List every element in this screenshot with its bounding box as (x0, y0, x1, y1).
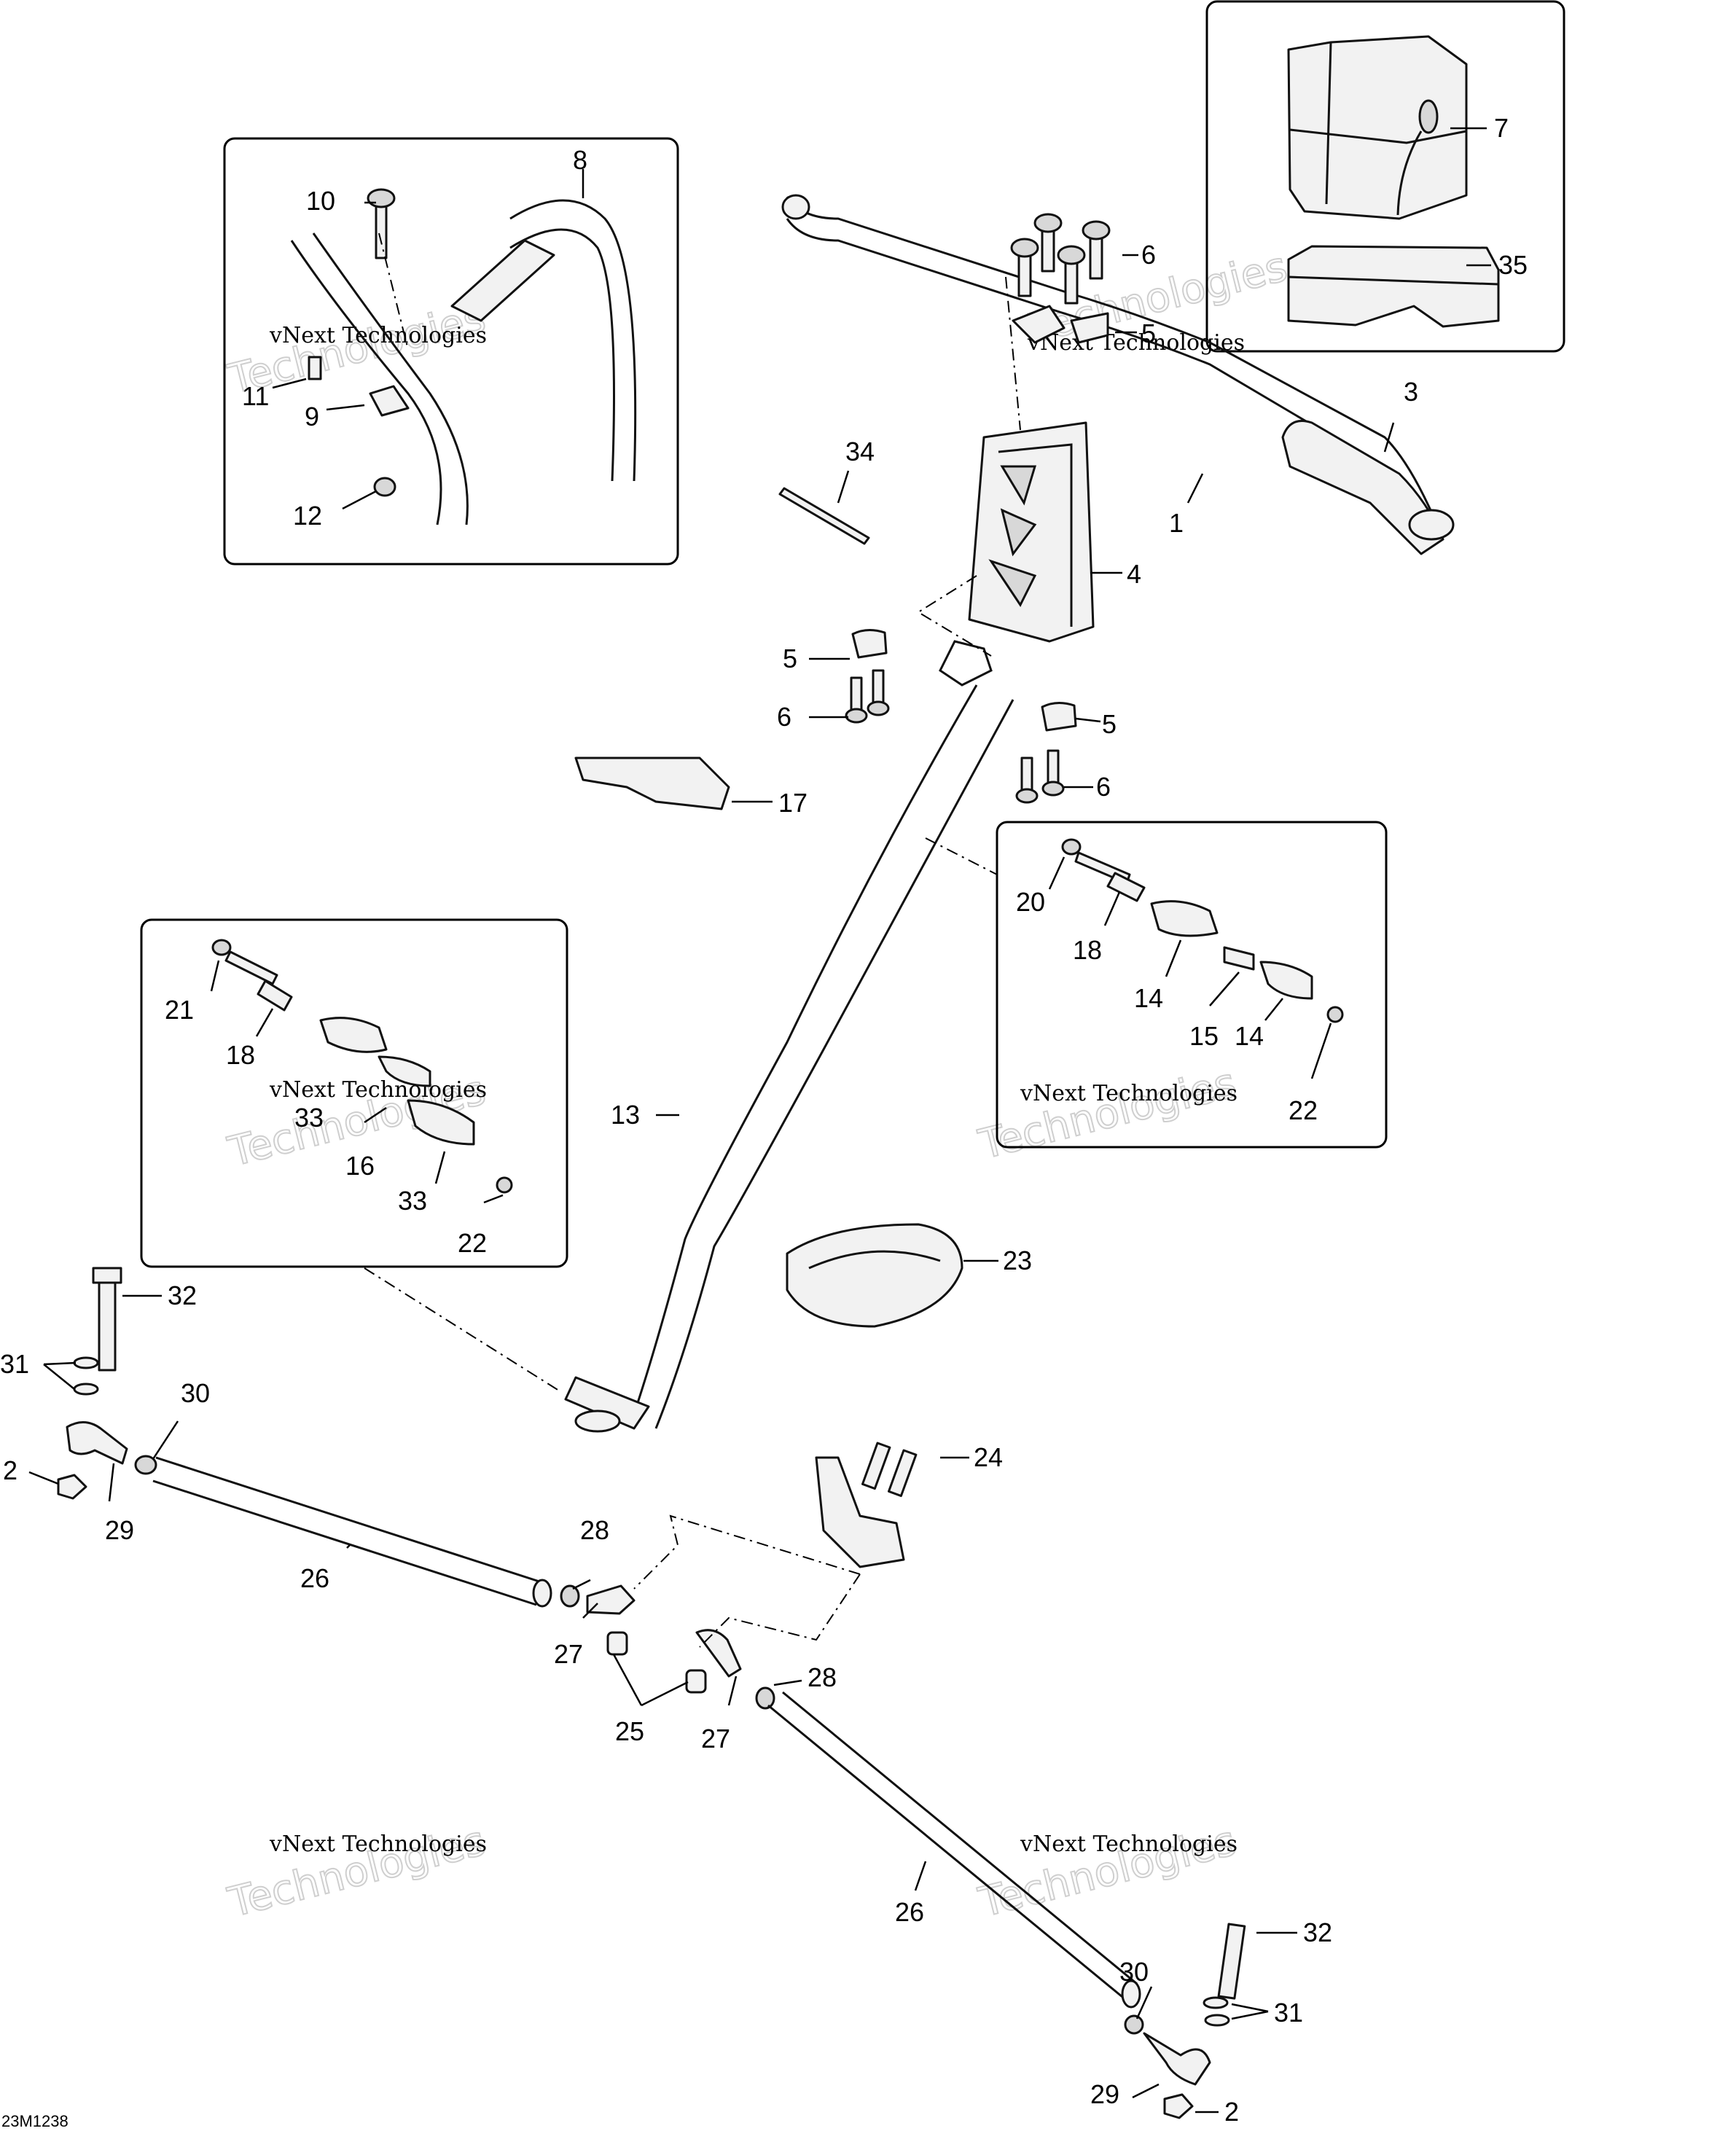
watermark-text-4: vNext Technologies (1020, 1081, 1238, 1106)
callout-22-left: 22 (458, 1228, 487, 1258)
callout-33-lower: 33 (398, 1186, 427, 1216)
callout-6-top: 6 (1141, 240, 1156, 270)
detail-box-bushing-right (996, 821, 1388, 1149)
callout-29-left: 29 (105, 1515, 134, 1545)
callout-8: 8 (573, 145, 587, 175)
callout-7: 7 (1494, 113, 1509, 143)
callout-21: 21 (165, 995, 194, 1025)
callout-34: 34 (845, 437, 875, 466)
callout-30-left: 30 (181, 1378, 210, 1408)
upper-clamps (1012, 305, 1109, 344)
callout-14-lower: 14 (1235, 1021, 1264, 1051)
handlebar-cover (1287, 35, 1468, 220)
handlebar-end (1281, 420, 1455, 555)
cover-pad (1287, 245, 1500, 328)
center-linkage (560, 1442, 918, 1710)
watermark-text-5: vNext Technologies (269, 1831, 487, 1857)
right-tie-rod-assembly (767, 1691, 1246, 2119)
upper-bolts (1010, 213, 1111, 305)
callout-23: 23 (1003, 1246, 1032, 1275)
diagram-code: 23M1238 (1, 2112, 69, 2130)
watermark-text-2: vNext Technologies (269, 323, 487, 348)
callout-32-left: 32 (168, 1280, 197, 1310)
callout-3: 3 (1404, 377, 1418, 407)
callout-5-right: 5 (1102, 709, 1117, 739)
callout-28-right: 28 (808, 1662, 837, 1692)
dashed-lines (364, 232, 1021, 1648)
detail-box-handlebar (223, 137, 679, 566)
callout-14-upper: 14 (1134, 983, 1163, 1013)
handlebar-detail-parts (290, 188, 637, 525)
callout-18-right: 18 (1073, 935, 1102, 965)
callout-27-right: 27 (701, 1724, 730, 1753)
callout-31-right: 31 (1274, 1998, 1303, 2028)
callout-1: 1 (1169, 508, 1184, 538)
callout-13: 13 (611, 1100, 640, 1130)
callout-6-left: 6 (777, 702, 791, 732)
left-tie-rod-assembly (57, 1267, 552, 1608)
callout-29-right: 29 (1090, 2079, 1119, 2109)
callout-31-left: 31 (0, 1349, 29, 1379)
callout-12: 12 (293, 501, 322, 531)
callout-11: 11 (242, 381, 269, 411)
callout-30-right: 30 (1119, 1957, 1149, 1987)
lower-clamps (845, 629, 1077, 804)
callout-2-right: 2 (1224, 2097, 1239, 2127)
watermark-text-6: vNext Technologies (1020, 1831, 1238, 1857)
steering-boot (786, 1223, 963, 1328)
left-bushing-parts (211, 939, 513, 1194)
mounting-plate (574, 756, 730, 810)
callout-10: 10 (306, 186, 335, 216)
callout-labels: 7 35 6 5 3 1 4 34 5 6 5 6 17 23 13 24 32… (0, 113, 1528, 2127)
callout-2-left: 2 (3, 1455, 17, 1485)
watermark-text-3: vNext Technologies (269, 1077, 487, 1103)
rod-34 (778, 487, 870, 545)
callout-17: 17 (778, 788, 808, 818)
callout-16: 16 (345, 1151, 375, 1181)
callout-22-right: 22 (1289, 1095, 1318, 1125)
leader-lines (28, 127, 1491, 2114)
callout-25: 25 (615, 1716, 644, 1746)
callout-4: 4 (1127, 559, 1141, 589)
callout-5-left: 5 (783, 644, 797, 673)
callout-33-upper: 33 (294, 1103, 324, 1133)
callout-32-right: 32 (1303, 1917, 1332, 1947)
callout-24: 24 (974, 1442, 1003, 1472)
callout-26-right: 26 (895, 1897, 924, 1927)
watermark-faded-4: Technologies (974, 1059, 1241, 1168)
callout-15: 15 (1189, 1021, 1219, 1051)
detail-box-cover (1205, 0, 1565, 353)
callout-27-left: 27 (554, 1639, 583, 1669)
right-bushing-parts (1061, 838, 1344, 1023)
callout-9: 9 (305, 402, 319, 431)
steering-column (564, 640, 1014, 1433)
callout-6-right: 6 (1096, 772, 1111, 802)
callout-5-top: 5 (1141, 318, 1156, 348)
handlebar-riser (968, 421, 1095, 643)
callout-35: 35 (1498, 250, 1528, 280)
callout-20: 20 (1016, 887, 1045, 917)
detail-box-bushing-left (140, 918, 568, 1268)
callout-18-left: 18 (226, 1040, 255, 1070)
callout-26-left: 26 (300, 1563, 329, 1593)
callout-28-top: 28 (580, 1515, 609, 1545)
